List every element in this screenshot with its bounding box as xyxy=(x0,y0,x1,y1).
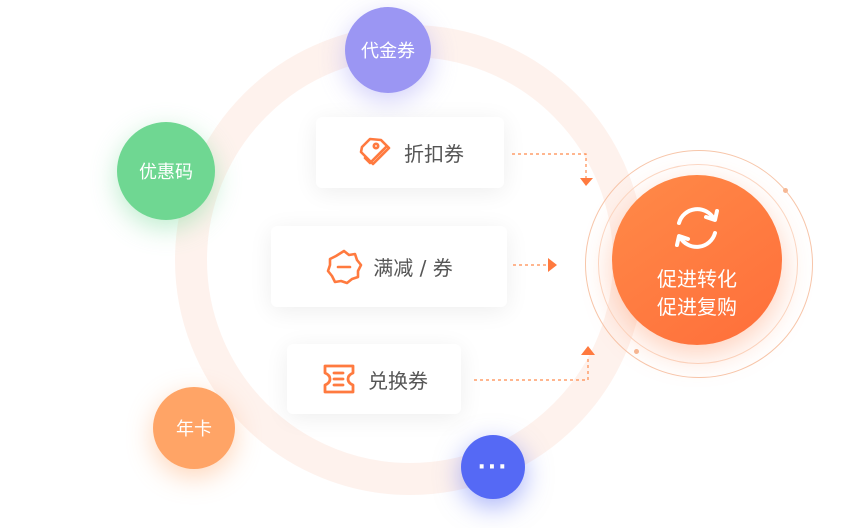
center-line-1: 促进转化 xyxy=(657,267,737,291)
center-inner-halo xyxy=(598,164,798,364)
halo-dot xyxy=(783,188,788,193)
promo-code-label: 优惠码 xyxy=(139,162,193,183)
center-line-2: 促进复购 xyxy=(657,295,737,319)
exchange-arrowhead xyxy=(581,346,595,355)
badge-minus-icon xyxy=(325,248,363,286)
annual-card-bubble[interactable]: 年卡 xyxy=(153,387,235,469)
tag-icon xyxy=(356,134,394,172)
voucher-bubble[interactable]: 代金券 xyxy=(345,7,431,93)
full-reduction-coupon-label: 满减 / 券 xyxy=(373,256,453,280)
discount-coupon-label: 折扣券 xyxy=(404,142,464,166)
full-reduction-coupon-card[interactable]: 满减 / 券 xyxy=(271,226,507,307)
voucher-label: 代金券 xyxy=(361,41,415,62)
discount-coupon-card[interactable]: 折扣券 xyxy=(316,117,504,188)
refresh-cycle-icon xyxy=(668,199,726,257)
more-label: ··· xyxy=(477,454,509,480)
exchange-coupon-label: 兑换券 xyxy=(368,368,428,393)
halo-dot xyxy=(634,349,639,354)
ticket-icon xyxy=(320,360,358,398)
more-bubble[interactable]: ··· xyxy=(461,435,525,499)
conversion-center: 促进转化 促进复购 xyxy=(612,175,782,345)
center-outer-halo xyxy=(585,150,813,378)
exchange-coupon-card[interactable]: 兑换券 xyxy=(287,344,461,414)
discount-arrowhead xyxy=(580,178,593,186)
annual-card-label: 年卡 xyxy=(176,419,212,440)
promo-code-bubble[interactable]: 优惠码 xyxy=(117,122,215,220)
exchange-connector xyxy=(474,356,589,381)
full-reduction-arrowhead xyxy=(548,258,557,272)
discount-connector xyxy=(512,153,587,178)
